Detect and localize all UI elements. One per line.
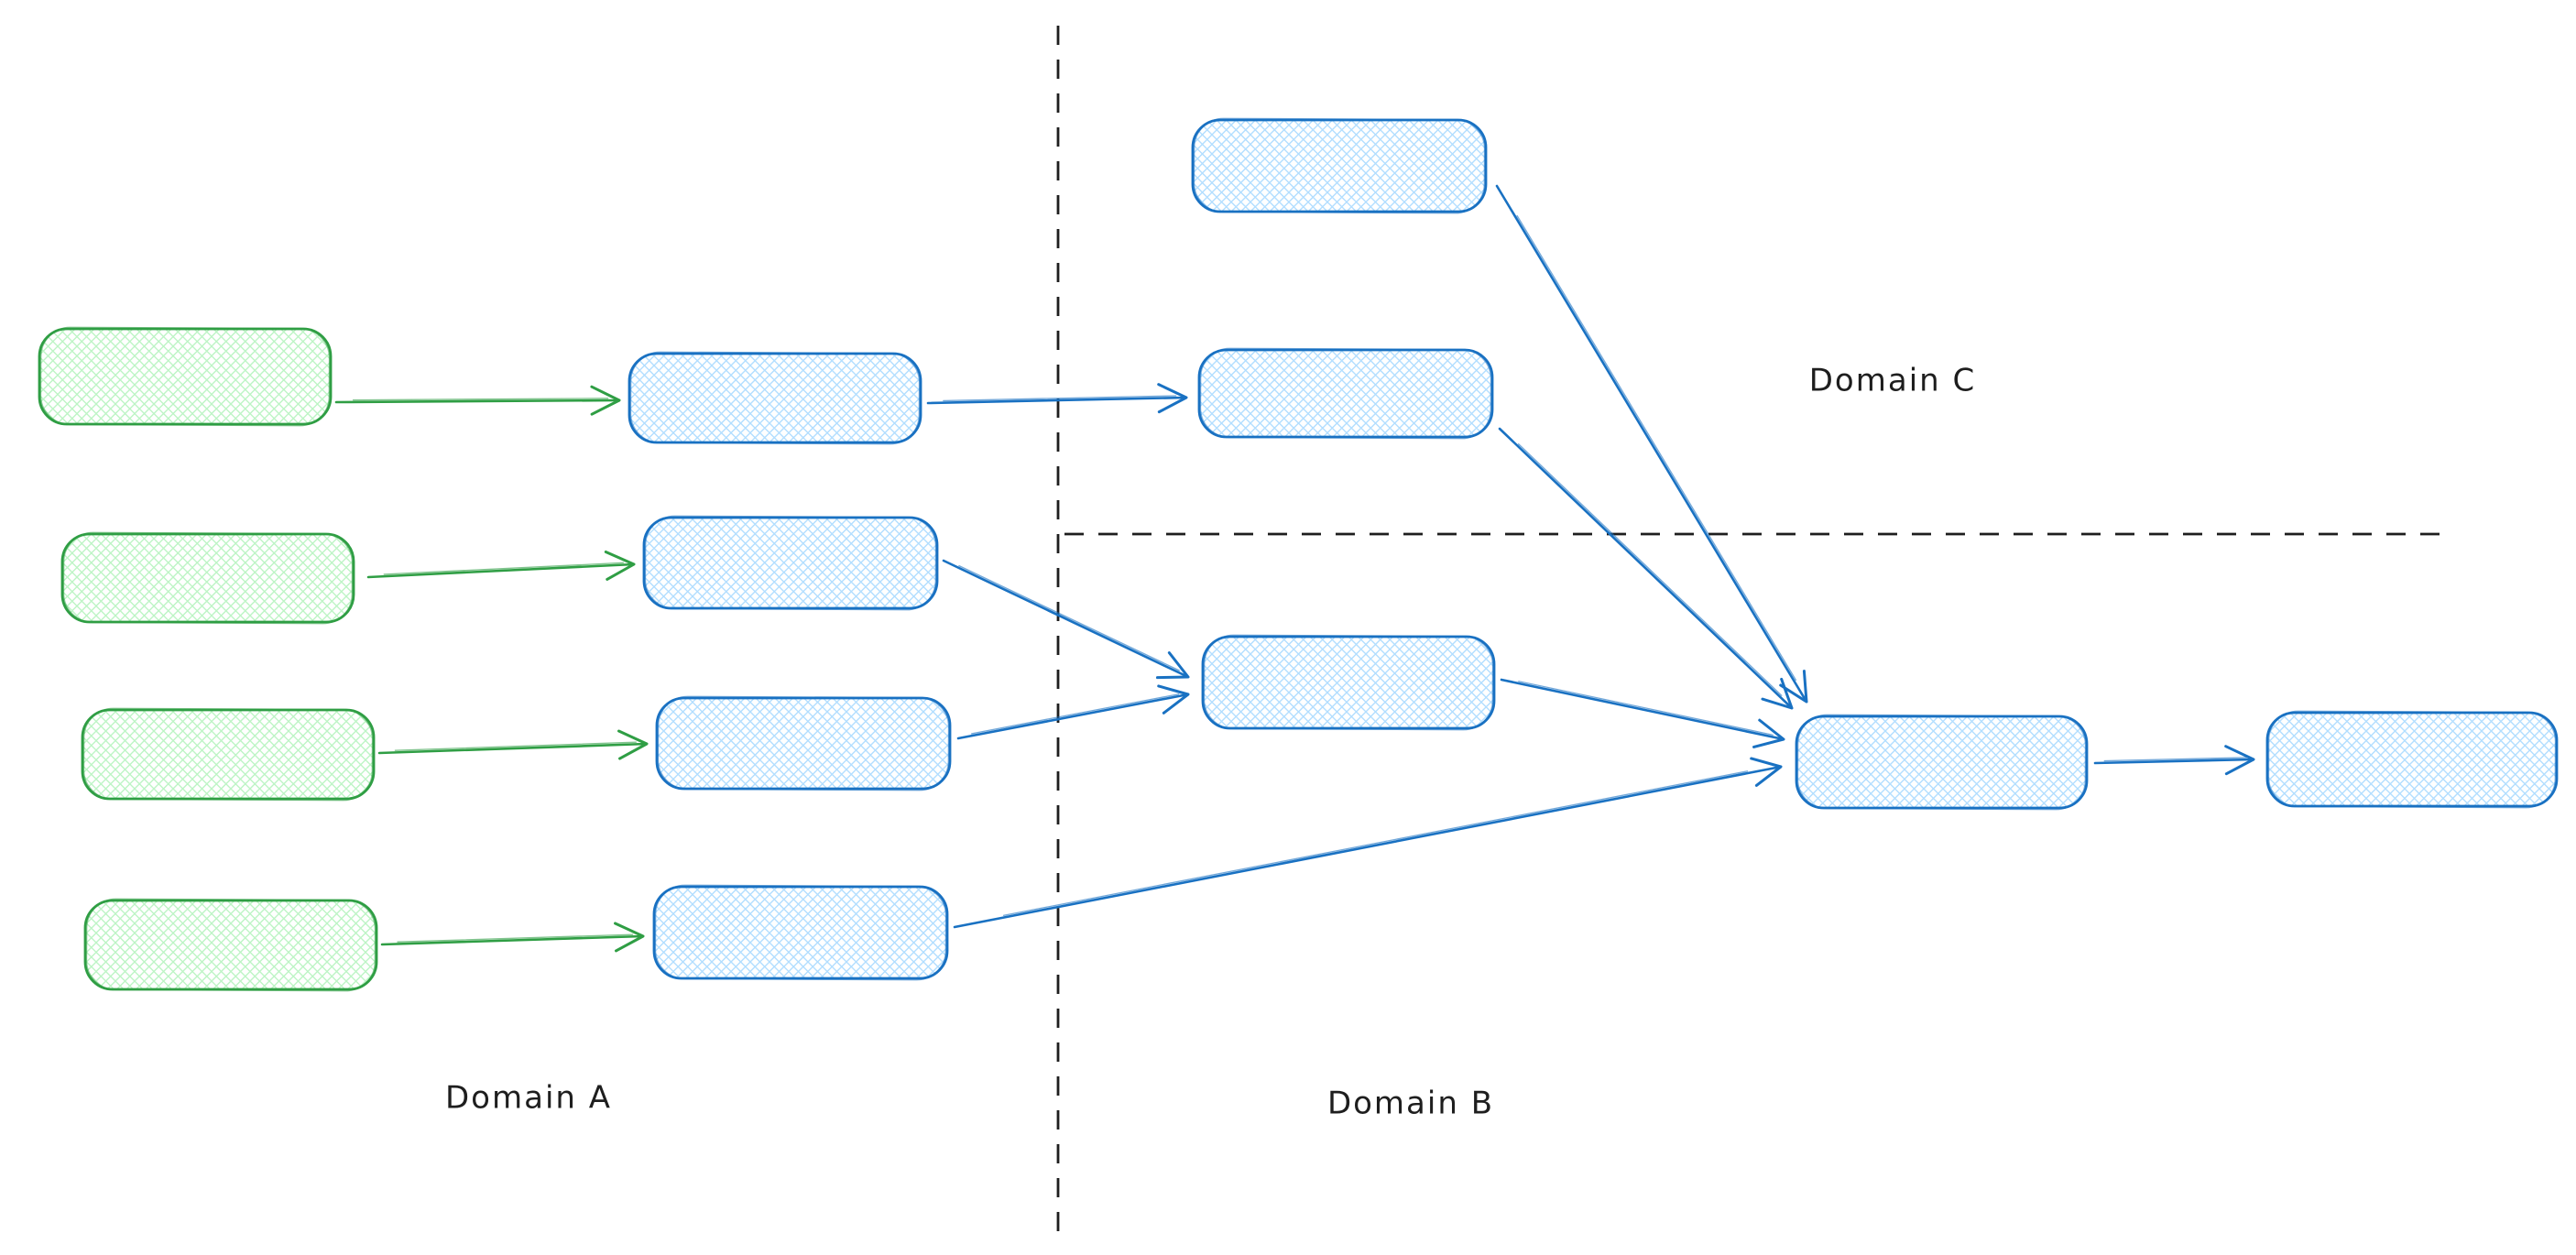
domain-c-label: Domain C: [1809, 363, 1976, 399]
arrow-blue-node-1-to-domain-b-top: [926, 383, 1188, 414]
node-blue-node-4: [652, 884, 949, 981]
node-domain-b-node-lower: [1201, 634, 1496, 731]
domain-b-label: Domain B: [1327, 1086, 1494, 1122]
node-blue-node-3: [655, 695, 952, 791]
arrow-green-source-1-to-blue-node-1: [334, 385, 621, 416]
arrow-green-source-3-to-blue-node-3: [377, 729, 649, 760]
arrow-domain-b-middle-to-merge-node: [1498, 427, 1794, 710]
arrow-blue-node-4-to-merge-node: [953, 757, 1783, 929]
arrow-green-source-4-to-blue-node-4: [380, 922, 645, 953]
node-output-node: [2265, 710, 2559, 809]
arrow-blue-node-3-to-domain-b-lower: [956, 684, 1190, 740]
domain-a-label: Domain A: [445, 1080, 612, 1117]
node-domain-b-node-top: [1191, 117, 1488, 214]
node-blue-node-2: [642, 515, 939, 611]
arrow-merge-node-to-output-node: [2093, 745, 2255, 776]
arrow-domain-b-lower-to-merge-node: [1500, 678, 1785, 748]
node-merge-node: [1795, 714, 2089, 811]
arrow-domain-b-top-to-merge-node: [1495, 184, 1808, 704]
node-green-source-4: [83, 898, 378, 992]
node-green-source-3: [81, 707, 376, 802]
node-blue-node-1: [628, 351, 922, 445]
arrow-green-source-2-to-blue-node-2: [366, 550, 636, 581]
node-green-source-2: [60, 531, 355, 625]
node-domain-b-node-middle: [1197, 347, 1494, 440]
node-green-source-1: [38, 326, 333, 427]
arrow-blue-node-2-to-domain-b-lower: [942, 559, 1190, 680]
